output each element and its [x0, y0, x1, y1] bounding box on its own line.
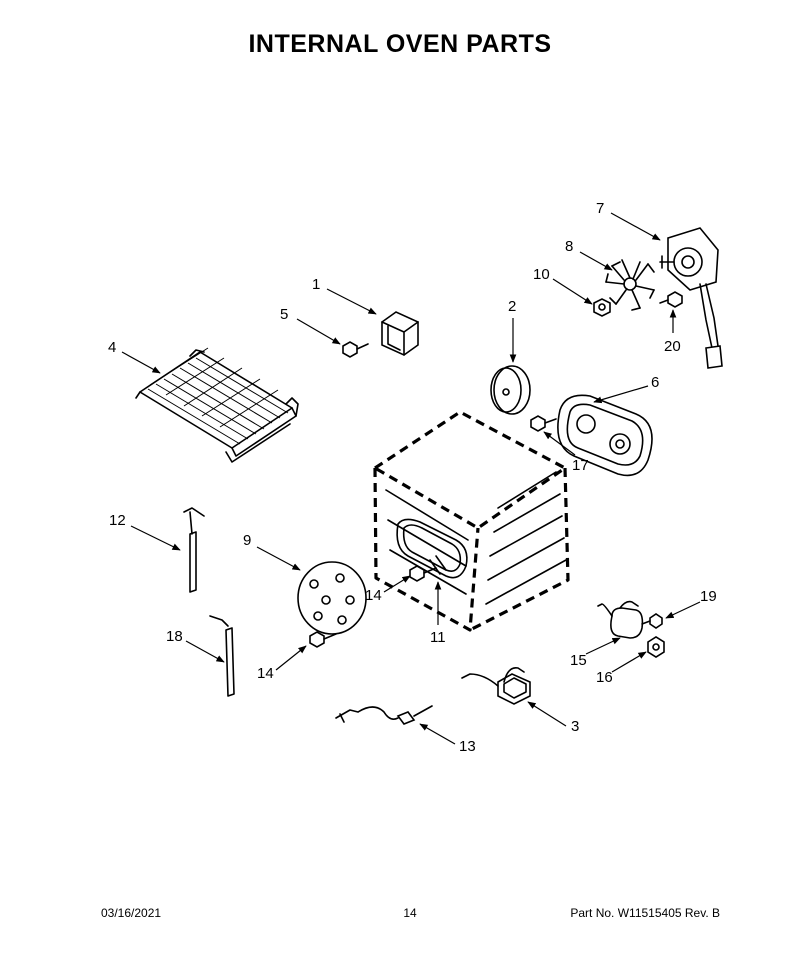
callout-19: 19: [700, 588, 717, 605]
callout-7: 7: [596, 200, 604, 217]
callout-8: 8: [565, 238, 573, 255]
fan-housing-part: [557, 394, 653, 477]
rear-cover-plate-part: [297, 561, 367, 635]
callout-2: 2: [508, 298, 516, 315]
nut-part-10: [593, 298, 611, 317]
nut-part-16: [647, 636, 665, 658]
callout-14-upper: 14: [365, 587, 382, 604]
callout-6: 6: [651, 374, 659, 391]
callout-14-lower: 14: [257, 665, 274, 682]
oven-temp-sensor-part: [183, 507, 205, 593]
footer-date: 03/16/2021: [101, 906, 162, 920]
callout-16: 16: [596, 669, 613, 686]
screw-part-19: [641, 613, 663, 629]
probe-sensor-part: [209, 615, 235, 697]
oven-cavity-outline: [373, 410, 570, 632]
footer-part-number: Part No. W11515405 Rev. B: [570, 906, 720, 920]
callout-15: 15: [570, 652, 587, 669]
convection-motor-part: [659, 227, 723, 369]
callout-13: 13: [459, 738, 476, 755]
capacitor-part: [597, 600, 644, 639]
bake-element-part: [396, 518, 468, 579]
callout-11: 11: [430, 629, 446, 646]
probe-jack-part: [335, 705, 433, 725]
oven-rack-part: [135, 347, 299, 463]
callout-1: 1: [312, 276, 320, 293]
bracket-part: [381, 311, 419, 356]
fan-blade-part: [605, 259, 655, 311]
thermal-limit-part: [461, 666, 531, 705]
callout-12: 12: [109, 512, 126, 529]
callout-leaders: [121, 212, 701, 745]
screw-part-14-lower: [309, 631, 337, 648]
page-title: INTERNAL OVEN PARTS: [248, 30, 552, 58]
screw-part-20: [659, 291, 683, 308]
callout-5: 5: [280, 306, 288, 323]
callout-9: 9: [243, 532, 251, 549]
screw-part-5: [342, 341, 369, 358]
callout-labels: 1 2 3 4 5 6 7 8 9 10 11 12 13 14 14 15 1…: [108, 200, 717, 755]
callout-4: 4: [108, 339, 116, 356]
callout-18: 18: [166, 628, 183, 645]
callout-20: 20: [664, 338, 681, 355]
screw-part-17: [530, 415, 557, 432]
callout-10: 10: [533, 266, 550, 283]
callout-17: 17: [572, 457, 589, 474]
fan-cover-disk-part: [490, 365, 531, 415]
footer-page-number: 14: [403, 906, 417, 920]
callout-3: 3: [571, 718, 579, 735]
